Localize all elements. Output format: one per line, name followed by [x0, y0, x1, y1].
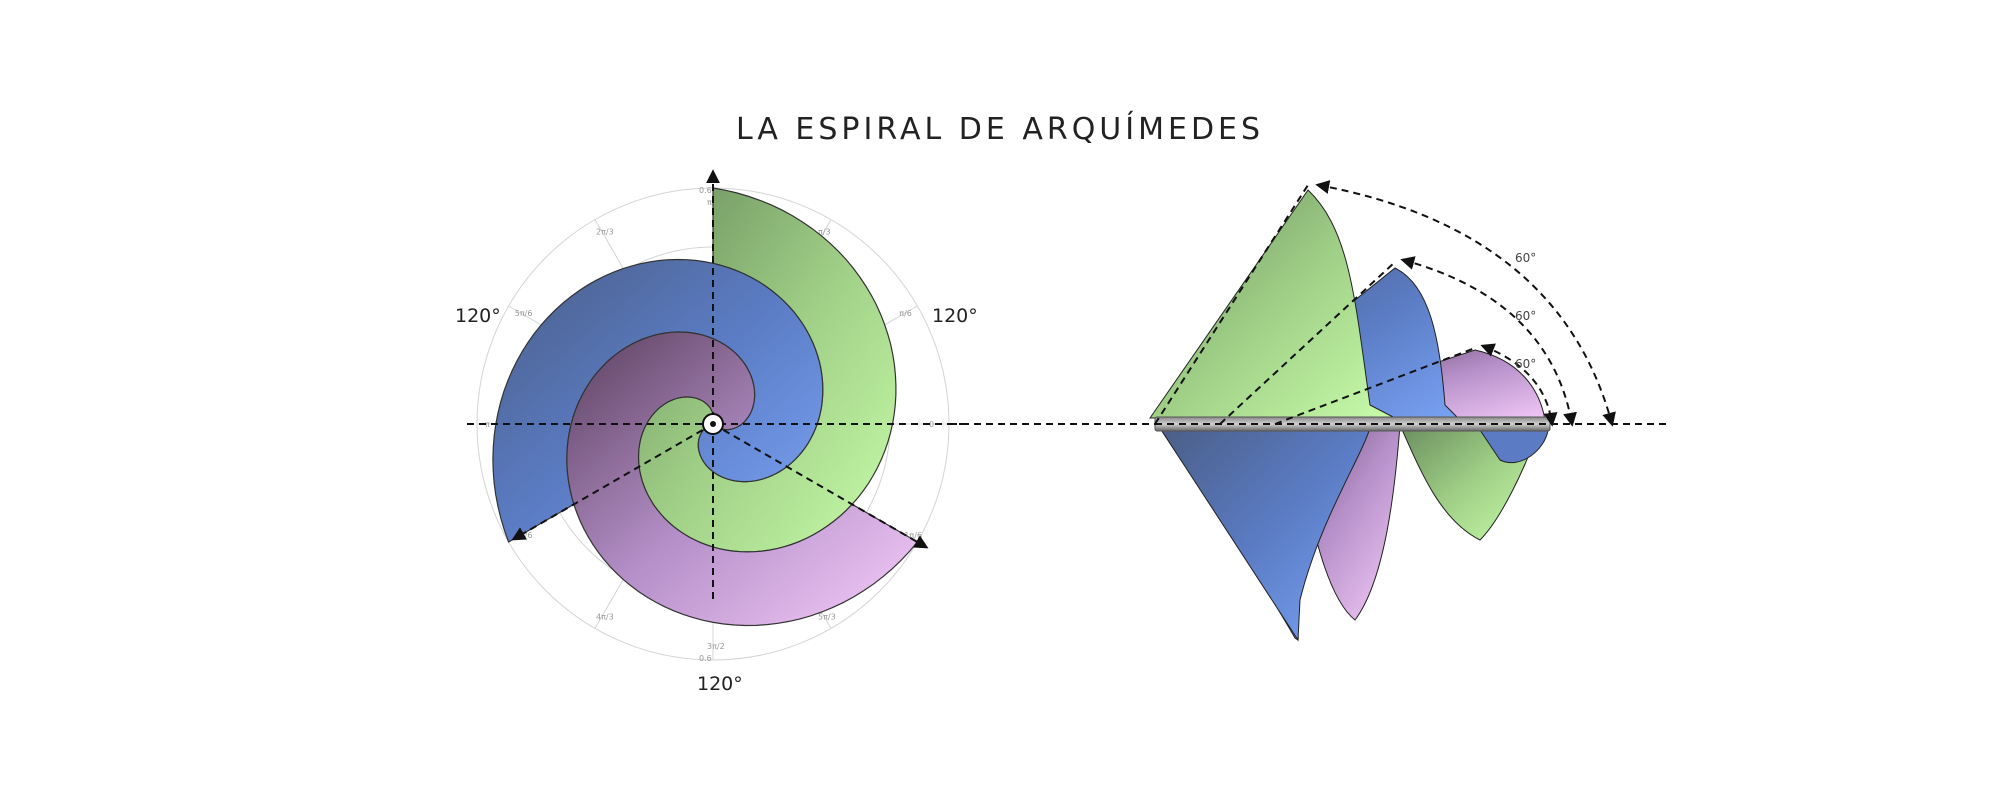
- lower-right-axis-arrow: [712, 423, 929, 549]
- angle-label-bottom: 120°: [697, 673, 743, 695]
- polar-axes: [467, 169, 969, 600]
- theta-tick-label: 4π/3: [596, 612, 614, 621]
- theta-tick-label: 2π/3: [596, 228, 614, 237]
- page-title: LA ESPIRAL DE ARQUÍMEDES: [735, 112, 1265, 147]
- center-hub-icon: [702, 413, 724, 435]
- radial-tick-label: 0.6: [699, 654, 712, 663]
- angle-label-right: 120°: [932, 305, 978, 327]
- theta-tick-label: 11π/6: [899, 531, 922, 540]
- rotation-arc-outer: [1315, 180, 1616, 427]
- angle-label-left: 120°: [455, 305, 501, 327]
- theta-tick-label: 3π/2: [707, 642, 725, 651]
- angle-label-middle: 60°: [1515, 309, 1536, 323]
- theta-tick-label: 5π/3: [818, 612, 836, 621]
- theta-tick-label: π: [485, 420, 490, 429]
- blue-blade-left: [1159, 427, 1371, 642]
- lower-left-axis-arrow: [511, 423, 714, 541]
- angle-label-inner: 60°: [1515, 357, 1536, 371]
- theta-tick-label: π/3: [818, 228, 831, 237]
- rotation-arc-middle: [1400, 256, 1577, 427]
- theta-tick-label: π/6: [899, 309, 912, 318]
- radial-tick-label: 0.6: [699, 186, 712, 195]
- polar-spiral-view: π/2π/3π/6011π/65π/33π/24π/37π/6π5π/62π/3…: [455, 169, 978, 695]
- theta-tick-label: 5π/6: [515, 309, 533, 318]
- angle-label-outer: 60°: [1515, 251, 1536, 265]
- theta-tick-label: 0: [929, 420, 934, 429]
- helicoid-side-view: 60° 60° 60°: [950, 180, 1670, 642]
- spiral-arms: [492, 187, 919, 627]
- rotation-arc-inner: [1480, 343, 1558, 427]
